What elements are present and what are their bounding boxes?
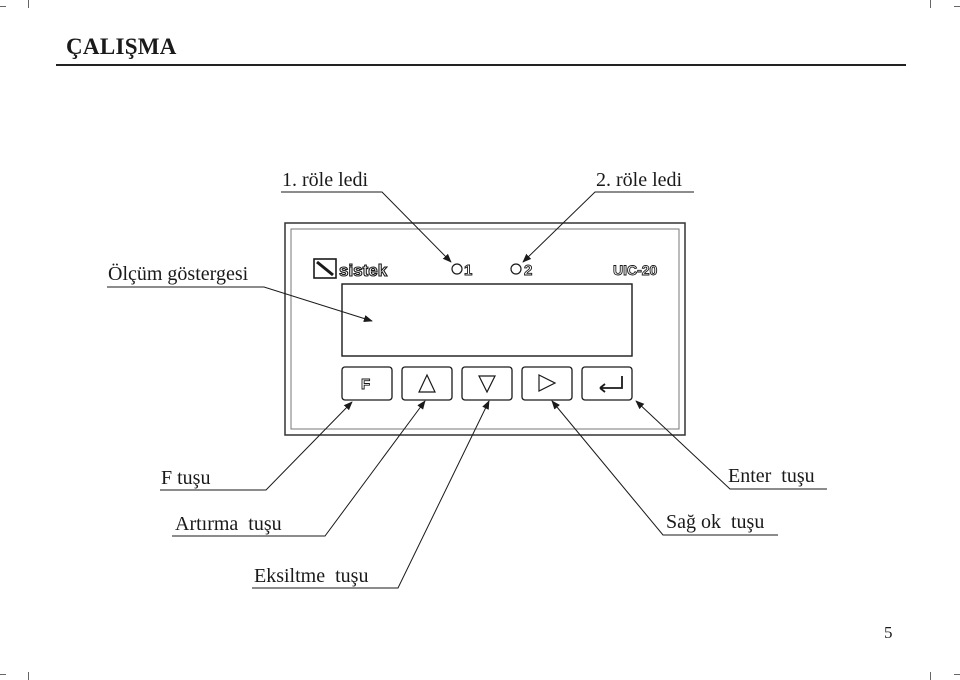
callout-up-key: Artırma tuşu: [175, 513, 282, 535]
callout-relay-led-1: 1. röle ledi: [282, 169, 369, 191]
down-button[interactable]: [461, 366, 513, 401]
callout-enter-key: Enter tuşu: [728, 465, 815, 487]
callout-f-key: F tuşu: [161, 467, 211, 489]
crop-mark: [0, 6, 6, 7]
f-button[interactable]: F: [341, 366, 393, 401]
triangle-right-icon: [538, 374, 557, 392]
page-heading: ÇALIŞMA: [66, 34, 177, 59]
sistek-logo-icon: [313, 258, 337, 279]
callout-right-key: Sağ ok tuşu: [666, 511, 765, 533]
triangle-down-icon: [478, 375, 496, 394]
callout-measurement-display: Ölçüm göstergesi: [108, 263, 249, 285]
model-label: UIC-20: [613, 262, 658, 278]
brand-name: sistek: [339, 261, 388, 280]
heading-rule: [56, 64, 906, 66]
page-number: 5: [884, 623, 893, 642]
right-button[interactable]: [521, 366, 573, 401]
crop-mark: [28, 0, 29, 8]
measurement-display: [341, 283, 633, 357]
callout-relay-led-2: 2. röle ledi: [596, 169, 683, 191]
relay-led-1: [451, 263, 463, 275]
callout-leaders: [107, 191, 827, 589]
relay-led-2: [510, 263, 522, 275]
enter-arrow-icon: [599, 376, 623, 393]
f-key-icon: F: [361, 376, 370, 393]
crop-mark: [930, 0, 931, 8]
crop-mark: [954, 674, 960, 675]
enter-button[interactable]: [581, 366, 633, 401]
triangle-up-icon: [418, 373, 436, 393]
relay-led-2-label: 2: [524, 262, 532, 279]
crop-mark: [954, 6, 960, 7]
crop-mark: [930, 672, 931, 680]
up-button[interactable]: [401, 366, 453, 401]
crop-mark: [28, 672, 29, 680]
relay-led-1-label: 1: [464, 262, 472, 279]
callout-down-key: Eksiltme tuşu: [254, 565, 369, 587]
crop-mark: [0, 674, 6, 675]
